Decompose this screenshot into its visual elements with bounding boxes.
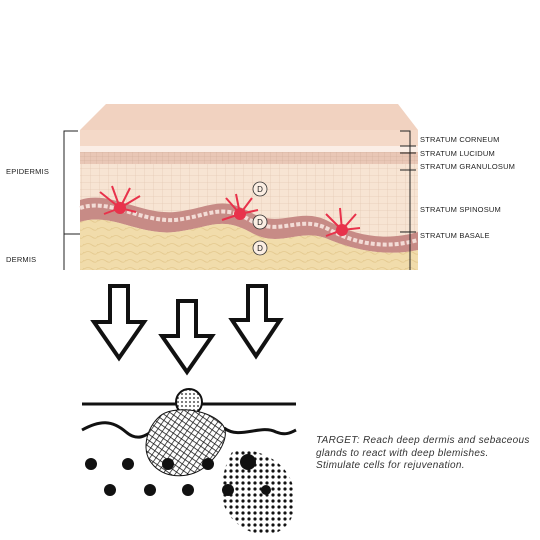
marker-d-3-label: D (257, 244, 263, 253)
gland-core (240, 454, 256, 470)
melanocyte-left (99, 185, 141, 215)
sebaceous-gland-cluster (221, 450, 296, 535)
left-brackets (63, 130, 80, 270)
stratum-granulosum-layer (80, 152, 418, 164)
epidermis-label: EPIDERMIS (6, 167, 49, 176)
stratum-basale-label: STRATUM BASALE (420, 231, 490, 240)
marker-d-1: D (252, 181, 268, 197)
skin-top-face (80, 104, 418, 130)
dermis-dots (85, 458, 234, 496)
dermis-label: DERMIS (6, 255, 36, 264)
schematic (81, 388, 297, 535)
stratum-lucidum-label: STRATUM LUCIDUM (420, 149, 495, 158)
stratum-corneum-label: STRATUM CORNEUM (420, 135, 500, 144)
stratum-basale-layer (80, 197, 418, 253)
right-brackets (400, 130, 416, 270)
dermis-layer (80, 219, 418, 270)
stratum-corneum-layer (80, 130, 418, 146)
stratum-spinosum-label: STRATUM SPINOSUM (420, 205, 501, 214)
marker-d-2: D (252, 214, 268, 230)
marker-d-1-label: D (257, 185, 263, 194)
melanocyte-middle (221, 193, 259, 221)
marker-d-2-label: D (257, 218, 263, 227)
stratum-lucidum-layer (80, 146, 418, 152)
down-arrow-right (228, 284, 284, 360)
target-description: TARGET: Reach deep dermis and sebaceous … (316, 435, 530, 471)
skin-block: D D D (79, 104, 419, 270)
stratum-granulosum-label: STRATUM GRANULOSUM (420, 162, 515, 171)
stratum-basale-cells (79, 203, 419, 247)
down-arrow-left (90, 284, 148, 362)
marker-d-3: D (252, 240, 268, 256)
melanocyte-right (325, 207, 361, 237)
down-arrow-middle (158, 299, 216, 376)
gland-core-2 (261, 485, 271, 495)
